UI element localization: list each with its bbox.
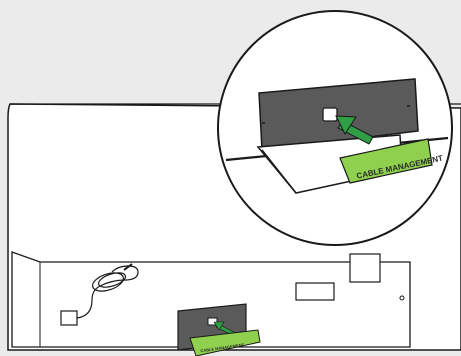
- port-block: [296, 283, 334, 300]
- power-inlet: [61, 311, 77, 325]
- callout-circle: CABLE MANAGEMENT: [218, 11, 452, 245]
- connector-block: [350, 254, 380, 282]
- large-cover-clip: [323, 108, 337, 121]
